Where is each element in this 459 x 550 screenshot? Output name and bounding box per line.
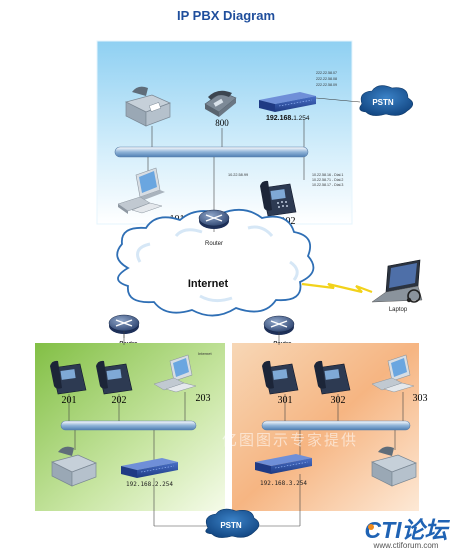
ip-phone-icon — [96, 360, 133, 395]
ip-phone-icon — [262, 360, 299, 395]
left-lan-bus — [60, 420, 197, 431]
pbx-ip-label-right: 192.168.3.254 — [260, 480, 307, 487]
svg-text:CTI论坛: CTI论坛 — [364, 517, 450, 543]
top-lan-bus — [114, 146, 309, 158]
desk-phone-icon — [204, 90, 237, 117]
sip-line: 10.22.58.71 - Dial.2 — [312, 178, 343, 182]
pstn-label-bottom: PSTN — [220, 521, 242, 530]
ip-pbx-icon — [259, 92, 316, 112]
pbx-to-pstn-link — [315, 97, 361, 103]
internet-tag-left: Internet — [198, 351, 212, 356]
wireless-link-icon — [301, 282, 373, 294]
internet-label: Internet — [188, 278, 229, 290]
laptop-label: Laptop — [389, 307, 408, 313]
pbx-ip-label-top: 192.168.1.254 — [266, 115, 310, 122]
watermark-text: 亿图图示专家提供 — [222, 432, 358, 449]
router-ip-label: 10.22.58.99 — [228, 173, 248, 177]
ip-phone-icon — [260, 180, 297, 217]
pstn-cloud-top — [359, 85, 414, 116]
ext-800-label: 800 — [215, 118, 229, 128]
router-icon — [108, 314, 140, 334]
sip-line-list: 10.22.58.16 - Dial.1 10.22.58.71 - Dial.… — [312, 173, 343, 187]
ext-203-label: 203 — [196, 393, 211, 404]
ip-phone-icon — [50, 360, 87, 395]
sip-line: 10.22.58.17 - Dial.3 — [312, 183, 343, 187]
desktop-computer-icon — [153, 354, 197, 393]
ext-303-label: 303 — [413, 393, 428, 404]
ip-pbx-icon — [121, 458, 178, 478]
pbx-ip-label-left: 192.168.2.254 — [126, 481, 173, 488]
ip-phone-icon — [314, 360, 351, 395]
ctiforum-logo: CTI论坛 — [364, 517, 450, 543]
headquarters-zone — [96, 40, 353, 225]
internet-cloud — [116, 208, 315, 317]
diagram-title: IP PBX Diagram — [177, 8, 275, 23]
pstn-label-top: PSTN — [372, 98, 394, 107]
trunk-ip: 222.22.58.09 — [316, 83, 337, 87]
desktop-computer-icon — [371, 354, 415, 393]
fax-icon — [125, 86, 171, 127]
right-lan-bus — [261, 420, 411, 431]
laptop-icon — [371, 259, 423, 303]
ip-pbx-icon — [255, 454, 312, 474]
router-label-top: Router — [205, 241, 223, 247]
trunk-ip-list: 222.22.58.07 222.22.58.08 222.22.58.09 — [316, 71, 337, 87]
trunk-ip: 222.22.58.07 — [316, 71, 337, 75]
sip-line: 10.22.58.16 - Dial.1 — [312, 173, 343, 177]
fax-icon — [51, 446, 97, 487]
brand-url: www.ctiforum.com — [373, 541, 439, 550]
pstn-cloud-bottom — [205, 508, 260, 538]
trunk-ip: 222.22.58.08 — [316, 77, 337, 81]
router-icon — [198, 209, 230, 229]
fax-icon — [371, 446, 417, 487]
desktop-computer-icon — [117, 167, 165, 214]
